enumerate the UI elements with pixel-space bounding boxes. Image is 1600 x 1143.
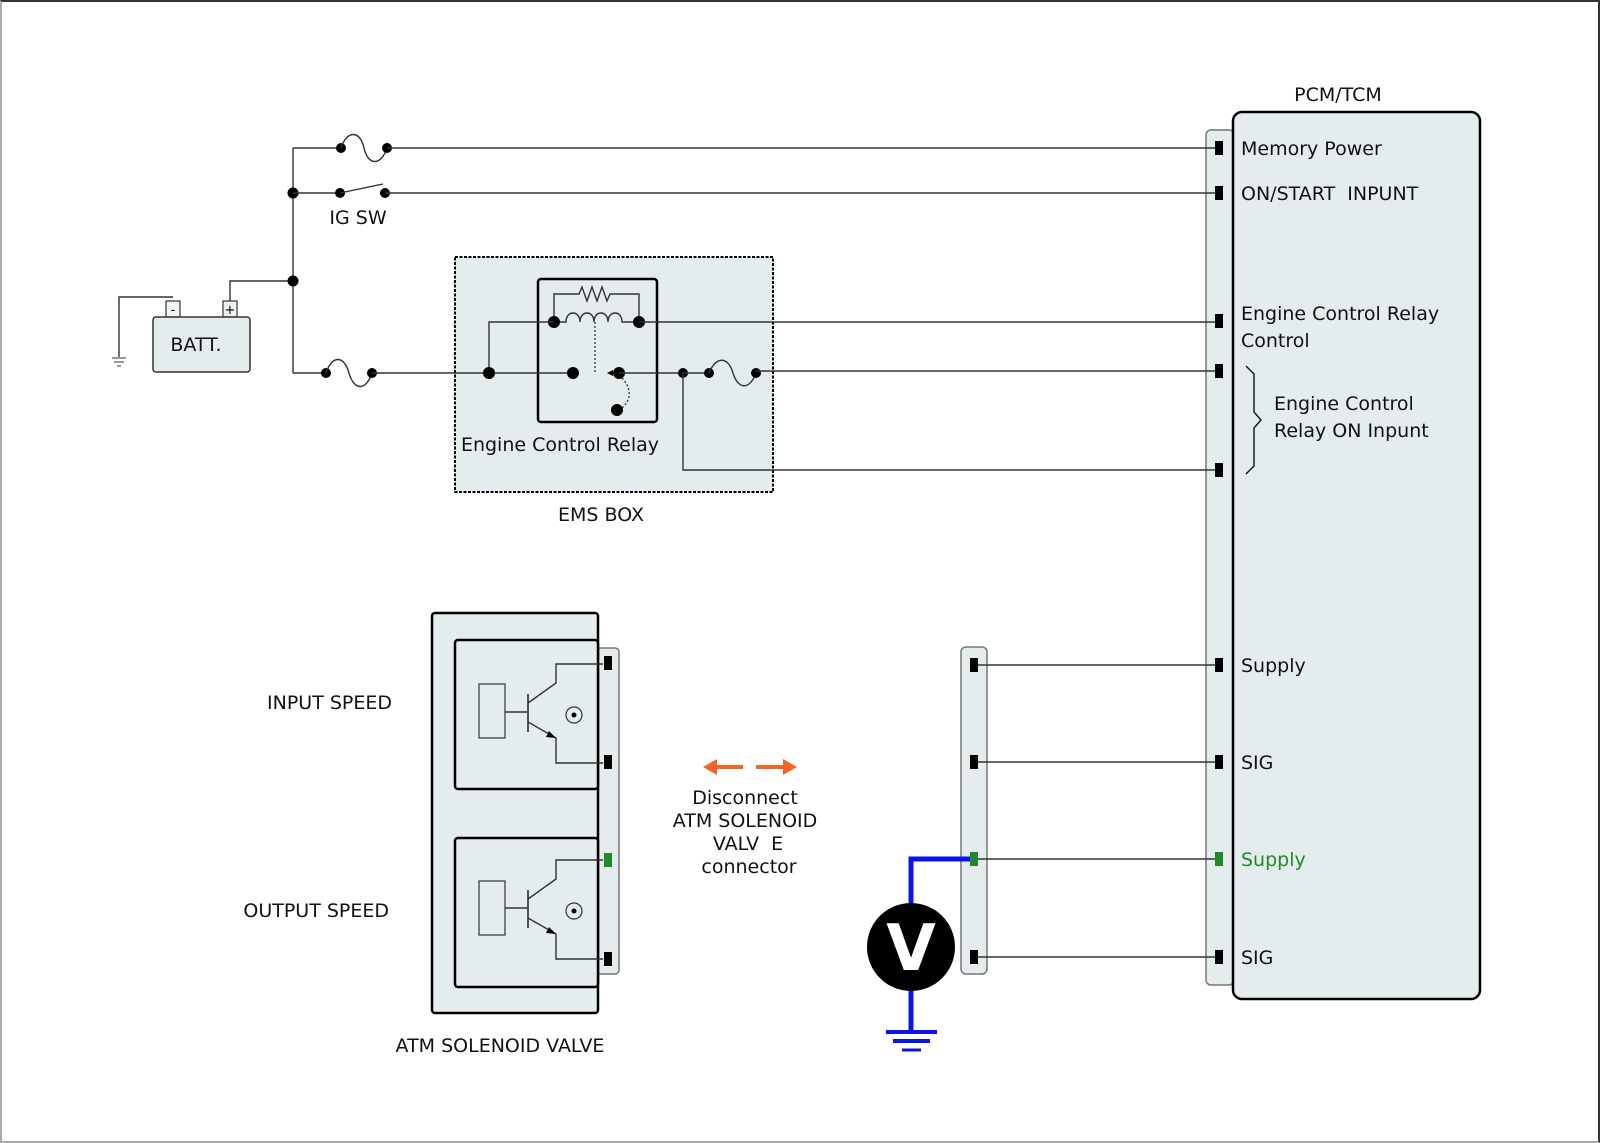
instruction-line-3: VALV E [713, 833, 783, 855]
instruction-line-2: ATM SOLENOID [673, 810, 818, 832]
fuse-icon [340, 133, 388, 163]
pcm-pin-memory-power [1215, 141, 1223, 155]
fuse-icon [708, 359, 757, 387]
valve-pin-4 [604, 952, 612, 966]
svg-text:-: - [171, 303, 176, 318]
ems-box: EMS BOX Engine Control Relay [454, 256, 1215, 526]
pin-label-on-start: ON/START INPUNT [1241, 183, 1419, 205]
engine-control-relay [536, 277, 659, 424]
output-speed-label: OUTPUT SPEED [243, 900, 389, 922]
pcm-pin-relay-on-1 [1215, 364, 1223, 378]
battery-icon [152, 316, 251, 373]
ig-sw-label: IG SW [329, 207, 386, 229]
resistor-icon [553, 284, 640, 322]
pcm-tcm-module: PCM/TCM Memory Power ON/START INPUNT Eng… [1205, 84, 1482, 1001]
harness-connector-strip [960, 646, 988, 975]
output-speed-sensor [453, 836, 600, 989]
pcm-pin-sig-2 [1215, 950, 1223, 964]
pcm-pin-relay-control [1215, 314, 1223, 328]
relay-on-brace [1245, 365, 1262, 475]
brace-label-line2: Relay ON Inpunt [1274, 420, 1429, 442]
pin-label-sig-1: SIG [1241, 752, 1273, 774]
fuse-icon [325, 358, 373, 388]
pcm-pin-supply-1 [1215, 658, 1223, 672]
ignition-switch-icon [339, 183, 384, 194]
valve-pin-3-highlighted [604, 853, 612, 867]
svg-text:+: + [225, 303, 236, 318]
input-speed-label: INPUT SPEED [267, 692, 392, 714]
sensor-target-icon [565, 902, 583, 920]
pin-label-supply-1: Supply [1241, 655, 1306, 677]
pin-label-memory-power: Memory Power [1241, 138, 1382, 160]
valve-label: ATM SOLENOID VALVE [396, 1035, 605, 1057]
battery-section: - + BATT. IG SW [112, 133, 1215, 388]
pcm-body [1231, 110, 1482, 1001]
pin-label-relay-control-line1: Engine Control Relay [1241, 303, 1439, 325]
sensor-target-icon [565, 706, 583, 724]
harness-pin-sig-2 [970, 950, 978, 964]
pin-label-sig-2: SIG [1241, 947, 1273, 969]
brace-label-line1: Engine Control [1274, 393, 1414, 415]
pcm-pin-relay-on-2 [1215, 463, 1223, 477]
harness-connector [960, 646, 1215, 975]
voltmeter-symbol: V [886, 912, 936, 986]
harness-pin-supply-1 [970, 658, 978, 672]
harness-pin-sig-1 [970, 755, 978, 769]
instruction-line-1: Disconnect [692, 787, 798, 809]
pcm-pin-sig-1 [1215, 755, 1223, 769]
probe-wire-positive [908, 856, 970, 905]
relay-label: Engine Control Relay [461, 434, 659, 456]
ems-box-label: EMS BOX [558, 504, 644, 526]
pin-label-relay-control-line2: Control [1241, 330, 1310, 352]
battery-label: BATT. [170, 334, 221, 356]
valve-pin-1 [604, 656, 612, 670]
valve-pin-2 [604, 755, 612, 769]
battery-ground-wire [118, 296, 173, 357]
arrow-right-icon [783, 759, 797, 775]
pin-label-supply-2-highlighted: Supply [1241, 849, 1306, 871]
arrow-left-icon [703, 759, 717, 775]
pcm-title: PCM/TCM [1294, 84, 1382, 106]
pcm-pin-on-start [1215, 186, 1223, 200]
relay-coil-icon [554, 312, 639, 323]
disconnect-instruction: Disconnect ATM SOLENOID VALV E connector [673, 759, 818, 878]
valve-connector-strip [596, 647, 620, 975]
input-speed-sensor [453, 638, 600, 791]
instruction-line-4: connector [701, 856, 796, 878]
pcm-pin-supply-2 [1215, 852, 1223, 866]
wire-relay-on-2 [682, 373, 1215, 471]
harness-pin-supply-2-highlighted [970, 852, 978, 866]
atm-solenoid-valve: ATM SOLENOID VALVE INPUT SPEED OUTPUT SP… [243, 611, 620, 1057]
voltmeter: V [867, 856, 970, 1052]
voltmeter-icon [867, 903, 955, 991]
